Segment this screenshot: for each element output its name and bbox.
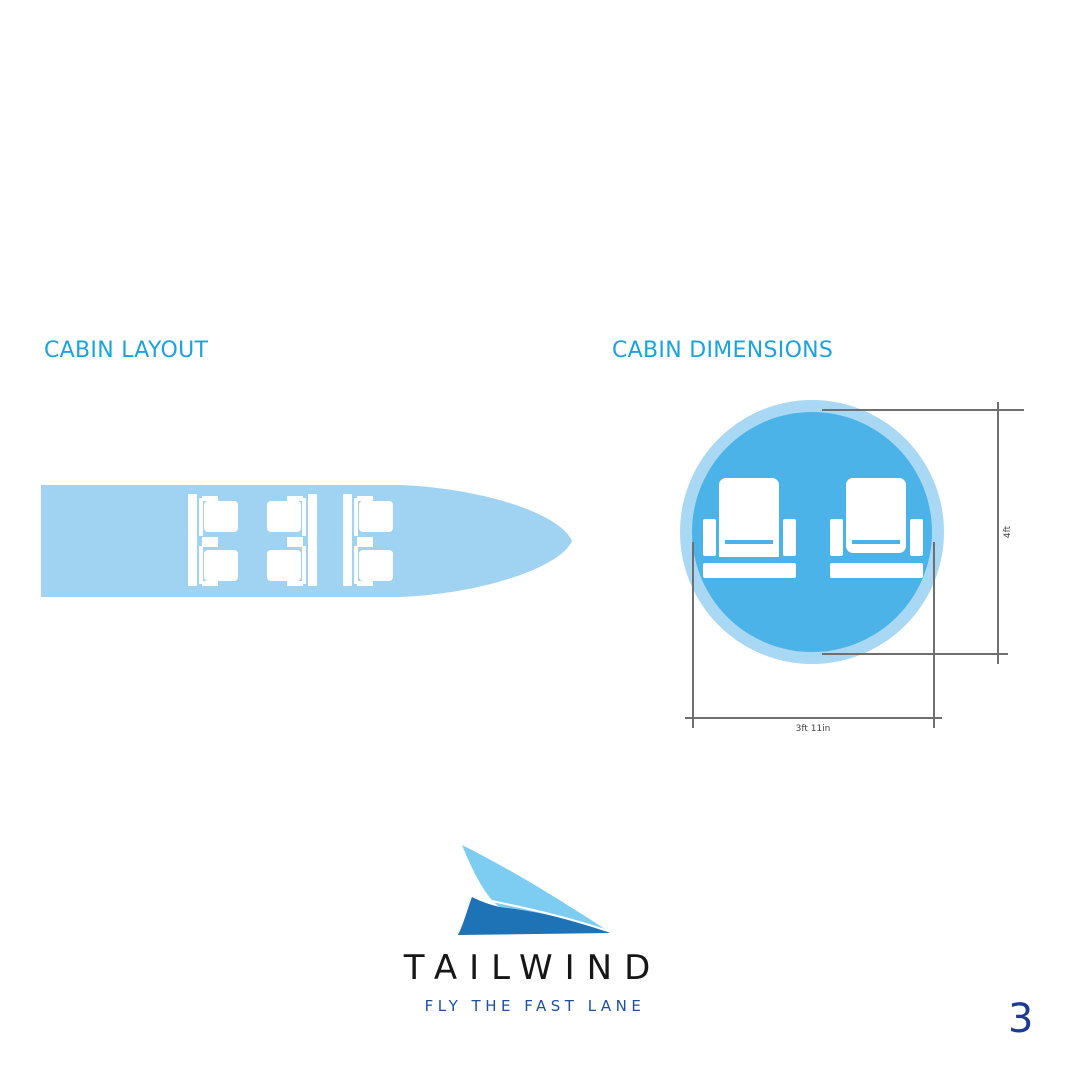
- seat-icon-right: [830, 478, 923, 578]
- cabin-cross-section-inner: [692, 412, 932, 652]
- tailwind-logo-icon: [458, 845, 610, 935]
- seat-pair-front: [188, 494, 238, 586]
- seat-pair-middle: [267, 494, 317, 586]
- height-dimension-line: [822, 402, 1024, 664]
- page-number: 3: [1008, 996, 1034, 1042]
- cabin-layout-diagram: [41, 485, 572, 597]
- width-dimension-line: [685, 542, 942, 728]
- width-label: 3ft 11in: [796, 724, 831, 734]
- height-label: 4ft: [1003, 525, 1013, 538]
- seat-pair-rear: [343, 494, 393, 586]
- cabin-dimensions-diagram: 4ft 3ft 11in: [680, 400, 1024, 734]
- fuselage-shape: [41, 485, 572, 597]
- seat-icon-left: [703, 478, 796, 578]
- brand-name: TAILWIND: [403, 948, 663, 988]
- cabin-layout-title: CABIN LAYOUT: [44, 338, 209, 363]
- cabin-dimensions-title: CABIN DIMENSIONS: [612, 338, 834, 363]
- brand-tagline: FLY THE FAST LANE: [424, 997, 646, 1015]
